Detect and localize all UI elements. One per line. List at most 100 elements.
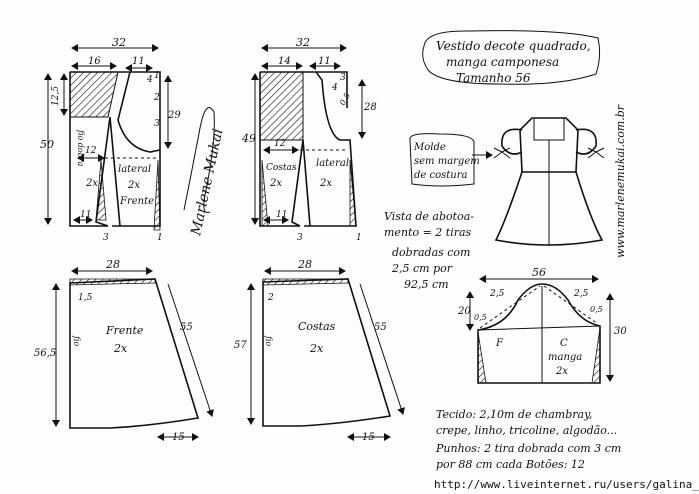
sl-m05l: 0,5 <box>474 313 487 322</box>
fb-piece: lateral <box>118 164 151 175</box>
bb-n1: 1 <box>356 233 362 243</box>
sl-hleft: 20 <box>457 306 471 317</box>
sl-m05r: 0,5 <box>590 305 603 314</box>
back-bodice <box>251 44 366 227</box>
dress-bow-left <box>493 147 511 159</box>
sleeve-left-hatch <box>477 331 487 384</box>
bs-width: 28 <box>297 258 312 271</box>
front-skirt-waist-hatch <box>69 278 156 286</box>
front-bodice-dart <box>95 116 121 227</box>
bb-qty: 2x <box>319 178 332 189</box>
watermark-url: http://www.liveinternet.ru/users/galina_… <box>434 478 699 491</box>
fb-m1: 1 <box>154 71 160 81</box>
fs-label: Frente <box>105 324 144 337</box>
sl-name: manga <box>548 352 582 363</box>
bb-width: 32 <box>296 36 310 49</box>
sleeve-outline <box>477 283 601 384</box>
fb-hside: 29 <box>167 110 181 121</box>
front-bodice-hatch <box>69 71 119 118</box>
fs-hleft: 56,5 <box>34 348 56 359</box>
bb-hside: 28 <box>363 102 377 113</box>
back-bodice-outline <box>259 71 357 227</box>
bs-m2: 2 <box>267 293 274 303</box>
bs-label: Costas <box>298 320 336 333</box>
fs-hem: 15 <box>172 432 185 443</box>
front-skirt-hside-arrow <box>167 283 214 417</box>
fb-fold: fio dobra <box>76 129 85 167</box>
bb-m4: 4 <box>331 83 338 93</box>
front-bodice-outline <box>69 71 161 227</box>
mold-line1: Molde <box>413 142 446 153</box>
sl-cleft: 2,5 <box>489 289 505 299</box>
signature-graphic <box>183 107 215 214</box>
sleeve-cap-dash-right <box>543 285 599 325</box>
front-bodice <box>44 44 172 231</box>
bb-n3: 3 <box>297 233 303 243</box>
back-bodice-dart <box>291 139 311 227</box>
bs-qty: 2x <box>309 342 324 355</box>
bb-wright: 11 <box>318 56 331 67</box>
fb-m3b: 3 <box>103 233 109 243</box>
dress-illustration <box>493 117 605 246</box>
title-line3: Tamanho 56 <box>456 71 531 85</box>
materials-line1: Tecido: 2,10m de chambray, <box>436 408 592 421</box>
back-side-dart <box>261 159 269 227</box>
bb-qty-left: 2x <box>269 178 282 189</box>
sleeve <box>466 275 614 384</box>
bb-piece: lateral <box>316 158 349 169</box>
sleeve-cap-dash-left <box>479 285 541 329</box>
bb-wbottom: 11 <box>276 210 287 220</box>
fs-hside: 55 <box>180 322 193 333</box>
sleeve-right-hatch <box>591 327 601 384</box>
sl-f: F <box>495 338 504 349</box>
signature-text: Marlene Mukai <box>188 127 226 237</box>
mold-line2: sem margem <box>414 156 480 167</box>
front-skirt <box>52 267 214 441</box>
fs-qty: 2x <box>113 342 128 355</box>
bb-htotal: 49 <box>241 132 256 145</box>
fs-m15: 1,5 <box>78 293 93 303</box>
sl-cright: 2,5 <box>573 289 589 299</box>
vista-line1: Vista de abotoa- <box>384 210 474 223</box>
title-line1: Vestido decote quadrado, <box>436 39 591 53</box>
front-right-piece <box>153 159 161 231</box>
bb-m3: 3 <box>340 73 346 83</box>
fb-htotal: 50 <box>40 138 54 151</box>
fs-fold: fio <box>72 335 81 346</box>
mold-line3: de costura <box>414 170 467 181</box>
sl-hright: 30 <box>614 326 627 337</box>
back-skirt-waist-hatch <box>262 278 349 286</box>
fb-m4: 4 <box>146 75 153 85</box>
bb-wleft: 14 <box>278 56 291 67</box>
bs-hem: 15 <box>362 432 375 443</box>
website-text: www.marlenemukai.com.br <box>614 104 627 258</box>
dress-neckline <box>533 118 565 141</box>
fb-m3: 3 <box>154 119 160 129</box>
dress-sleeve-right <box>575 128 597 155</box>
bs-fold: fio <box>264 335 273 346</box>
front-side-dart <box>95 159 107 221</box>
dress-bow-right <box>587 147 605 159</box>
fb-side-qty: 2x <box>85 178 98 189</box>
back-skirt <box>247 267 405 441</box>
sl-c: C <box>560 338 568 349</box>
fb-hmid: 12 <box>85 146 97 156</box>
fb-width: 32 <box>112 36 126 49</box>
fb-m2: 2 <box>153 93 160 103</box>
mold-note-box <box>409 133 475 187</box>
sl-qty: 2x <box>555 366 568 377</box>
bb-costas: Costas <box>266 163 297 173</box>
materials-line4: por 88 cm cada Botões: 12 <box>436 458 585 471</box>
back-skirt-hside-arrow <box>359 283 405 415</box>
fb-qty: 2x <box>127 180 140 191</box>
fb-n1: 1 <box>157 233 163 243</box>
vista-line4: 2,5 cm por <box>391 262 453 275</box>
bs-hside: 55 <box>374 322 387 333</box>
fb-wleft: 16 <box>88 56 101 67</box>
back-skirt-outline <box>262 278 392 427</box>
front-skirt-outline <box>69 278 200 429</box>
back-right-dart <box>349 159 357 227</box>
sl-width: 56 <box>532 266 546 279</box>
